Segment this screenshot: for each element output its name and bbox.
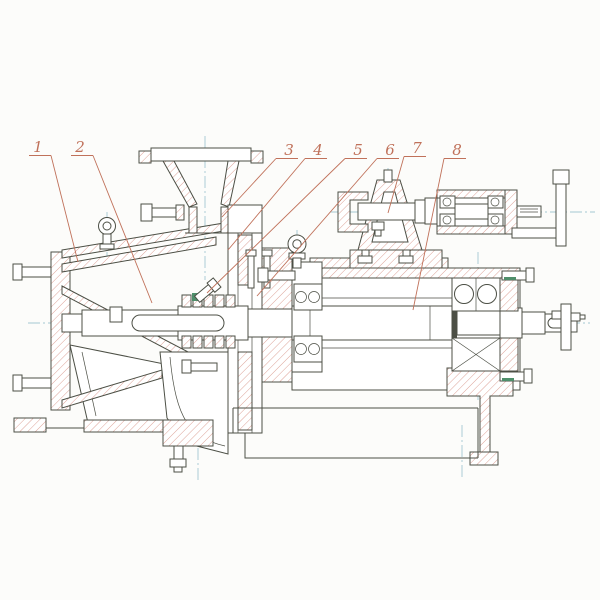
callout-3: 3 — [221, 141, 298, 218]
left-bearing — [293, 283, 323, 363]
left-foot-pad — [13, 417, 47, 433]
callout-5: 5 — [206, 141, 367, 294]
callout-1: 1 — [29, 138, 79, 263]
baseplate — [232, 407, 479, 459]
main-shaft — [61, 303, 586, 351]
callout-number: 1 — [33, 138, 43, 156]
volute-casing — [159, 351, 229, 473]
callout-8: 8 — [412, 141, 466, 311]
callout-number: 6 — [385, 141, 395, 159]
callout-4: 4 — [227, 141, 327, 251]
aux-housing — [436, 189, 518, 235]
drain-boss — [162, 419, 214, 447]
stuffing-box-packing — [181, 249, 296, 374]
callout-number: 4 — [312, 141, 323, 159]
callout-6: 6 — [256, 141, 399, 297]
aux-bearing-unit — [337, 169, 570, 251]
callout-2: 2 — [71, 138, 153, 304]
housing-stud-lower — [499, 368, 533, 384]
cover-stud-lower — [181, 359, 218, 374]
callout-number: 7 — [412, 139, 422, 157]
impeller-keyway — [131, 314, 225, 332]
right-bearing — [451, 267, 535, 384]
end-flange-plate — [511, 169, 570, 247]
coupling-guard-plate — [560, 303, 572, 351]
eyebolt-right — [287, 234, 307, 269]
callout-number: 3 — [284, 141, 294, 159]
suction-flange-funnel — [138, 147, 264, 234]
cover-stud-upper — [257, 267, 296, 283]
funnel-side-fitting — [140, 203, 185, 222]
callout-7: 7 — [387, 139, 426, 214]
grease-fitting — [192, 277, 222, 303]
pedestal-foot — [446, 367, 514, 466]
callout-number: 2 — [74, 138, 85, 156]
aux-stub-shaft — [516, 205, 542, 218]
aux-clamp-bracket — [337, 191, 369, 233]
flange-stud-lower — [12, 374, 52, 392]
drain-plug — [169, 445, 187, 473]
flange-stud-upper — [12, 263, 52, 281]
callout-number: 5 — [353, 141, 363, 159]
aux-under-nut — [371, 221, 385, 237]
callout-number: 8 — [452, 141, 462, 159]
housing-stud-upper — [501, 267, 535, 283]
eyebolt-left — [98, 217, 116, 250]
